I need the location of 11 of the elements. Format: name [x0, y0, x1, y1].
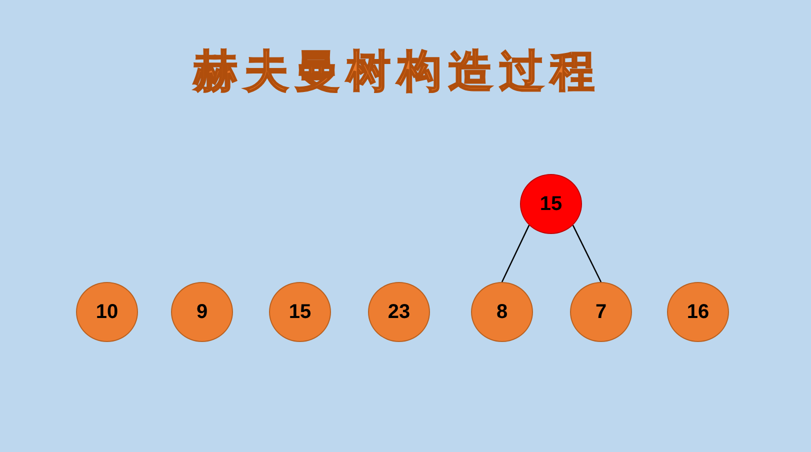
title: 赫夫曼树构造过程	[194, 45, 602, 99]
tree-node: 23	[368, 282, 430, 342]
tree-node: 16	[667, 282, 729, 342]
tree-edge	[572, 224, 602, 282]
tree-node: 15	[269, 282, 331, 342]
tree-node: 10	[76, 282, 138, 342]
tree-node: 7	[570, 282, 632, 342]
tree-node: 9	[171, 282, 233, 342]
tree-node: 15	[520, 174, 582, 234]
tree-edge	[501, 224, 530, 282]
tree-node: 8	[471, 282, 533, 342]
